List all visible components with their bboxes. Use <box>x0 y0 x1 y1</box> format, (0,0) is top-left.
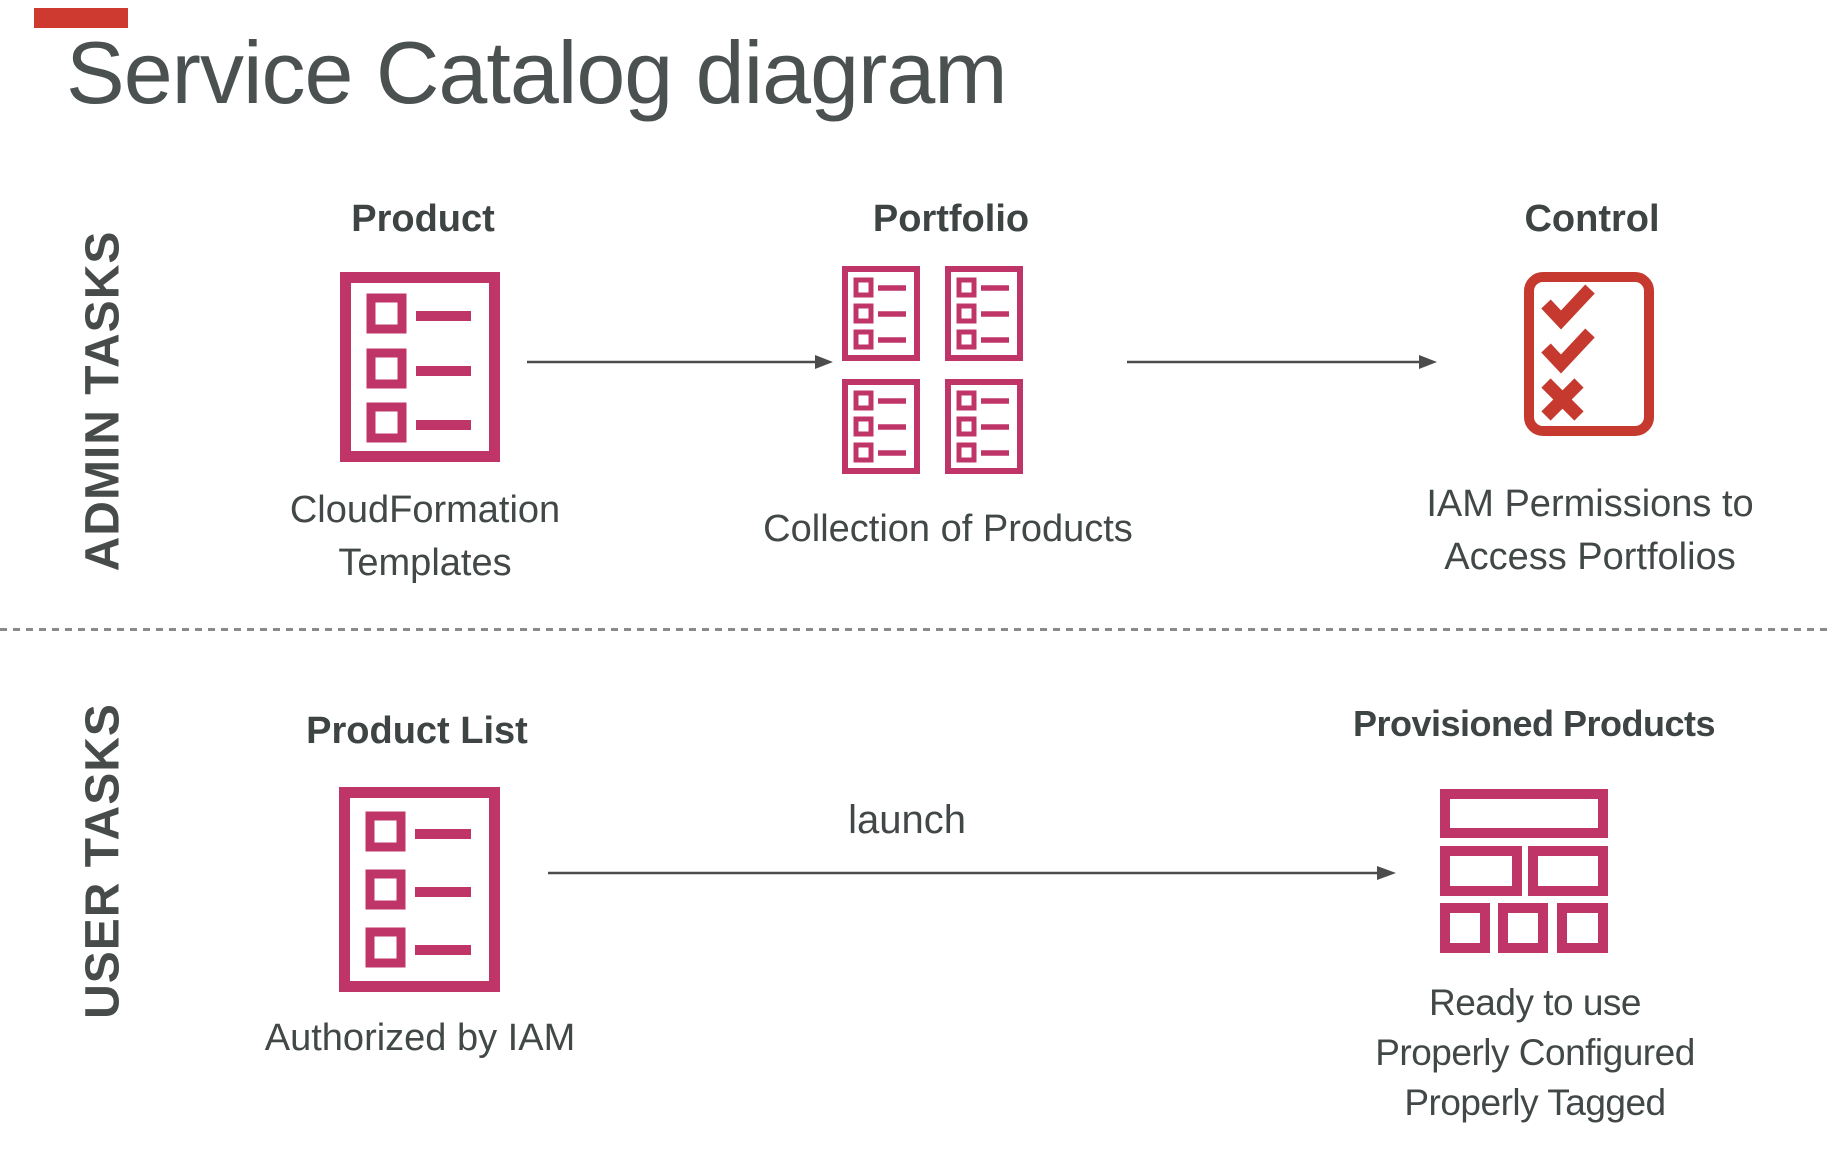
product-list-heading: Product List <box>306 710 528 752</box>
provisioned-blocks-icon <box>1440 789 1608 953</box>
portfolio-grid-icon <box>842 266 1023 474</box>
dashed-row-divider <box>0 628 1832 631</box>
portfolio-heading: Portfolio <box>872 198 1030 240</box>
product-heading: Product <box>351 198 495 240</box>
product-caption: CloudFormation Templates <box>289 489 561 584</box>
provisioned-products-heading: Provisioned Products <box>1352 703 1716 744</box>
product-list-caption: Authorized by IAM <box>264 1017 576 1059</box>
red-accent-bar <box>34 8 128 28</box>
control-caption: IAM Permissions to Access Portfolios <box>1426 483 1754 578</box>
launch-arrow-label: launch <box>848 798 966 842</box>
checklist-icon <box>1524 272 1654 436</box>
portfolio-caption: Collection of Products <box>763 508 1133 550</box>
control-heading: Control <box>1524 198 1660 240</box>
admin-tasks-row-label: ADMIN TASKS <box>76 230 130 572</box>
arrow-product-to-portfolio <box>527 352 833 372</box>
provisioned-products-caption: Ready to use Properly Configured Properl… <box>1375 982 1695 1123</box>
list-document-icon <box>339 787 500 992</box>
user-tasks-row-label: USER TASKS <box>76 703 130 1019</box>
mini-list-icon <box>842 379 920 474</box>
page-title: Service Catalog diagram <box>66 23 1008 122</box>
list-document-icon <box>340 272 500 462</box>
arrow-launch <box>548 863 1396 883</box>
mini-list-icon <box>945 379 1023 474</box>
arrow-portfolio-to-control <box>1127 352 1437 372</box>
mini-list-icon <box>945 266 1023 361</box>
mini-list-icon <box>842 266 920 361</box>
